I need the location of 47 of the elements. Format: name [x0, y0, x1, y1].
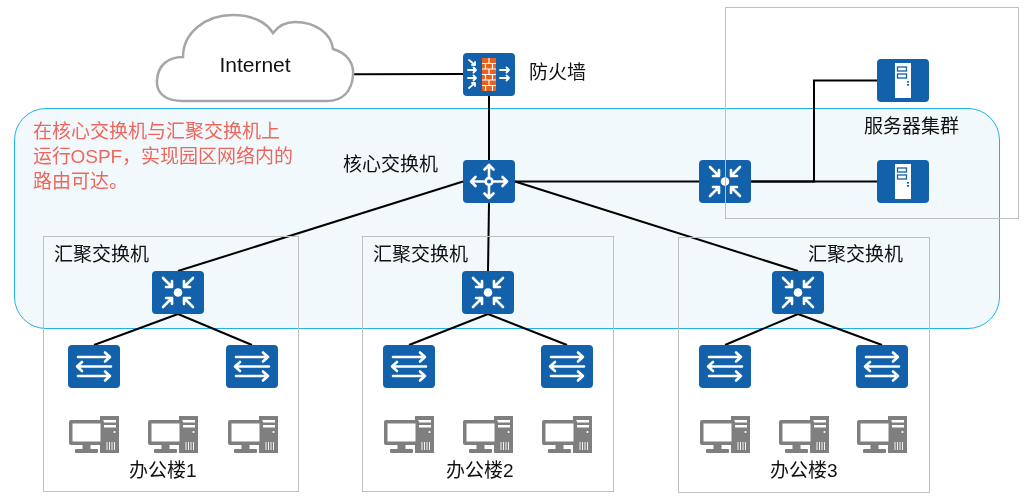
switch-icon: [152, 271, 204, 314]
connection-line: [93, 313, 179, 346]
connection-line: [514, 180, 799, 272]
device-label: 汇聚交换机: [808, 243, 903, 267]
switch-icon: [226, 345, 278, 388]
group-label: 办公楼2: [446, 459, 514, 483]
area-band: [14, 108, 1000, 329]
switch-icon: [772, 271, 824, 314]
device-label: 汇聚交换机: [54, 243, 149, 267]
connection-line: [797, 313, 883, 346]
connection-line: [177, 313, 253, 346]
switch-icon: [698, 159, 751, 203]
server-icon: [877, 160, 929, 203]
connection-line: [487, 313, 568, 346]
computer-icon: [147, 415, 199, 455]
device-label: 核心交换机: [342, 152, 438, 177]
computer-icon: [778, 415, 830, 455]
cloud-shape: [155, 13, 355, 103]
note-text: 在核心交换机与汇聚交换机上运行OSPF，实现园区网络内的路由可达。: [32, 119, 295, 194]
switch-icon: [68, 345, 120, 388]
switch-icon: [699, 345, 751, 388]
connection-line: [408, 313, 489, 346]
switch-icon: [541, 345, 593, 388]
computer-icon: [227, 415, 279, 455]
computer-icon: [699, 415, 751, 455]
connection-line: [724, 313, 799, 346]
group-label: 办公楼3: [770, 459, 838, 483]
computer-icon: [462, 415, 514, 455]
connection-line: [487, 202, 490, 272]
server-icon: [877, 59, 929, 102]
switch-icon: [383, 345, 435, 388]
computer-icon: [856, 415, 908, 455]
connection-line: [488, 95, 490, 161]
device-label: 汇聚交换机: [373, 243, 468, 267]
device-label: 防火墙: [529, 61, 586, 85]
switch-icon: [856, 345, 908, 388]
computer-icon: [541, 415, 593, 455]
switch-icon: [462, 159, 515, 203]
computer-icon: [383, 415, 435, 455]
connection-line: [177, 180, 464, 272]
group-label: 服务器集群: [864, 115, 959, 139]
computer-icon: [68, 415, 120, 455]
cloud-label: Internet: [218, 53, 292, 77]
switch-icon: [462, 271, 514, 314]
connection-line: [750, 180, 878, 183]
firewall-icon: [463, 53, 515, 96]
group-label: 办公楼1: [129, 459, 197, 483]
